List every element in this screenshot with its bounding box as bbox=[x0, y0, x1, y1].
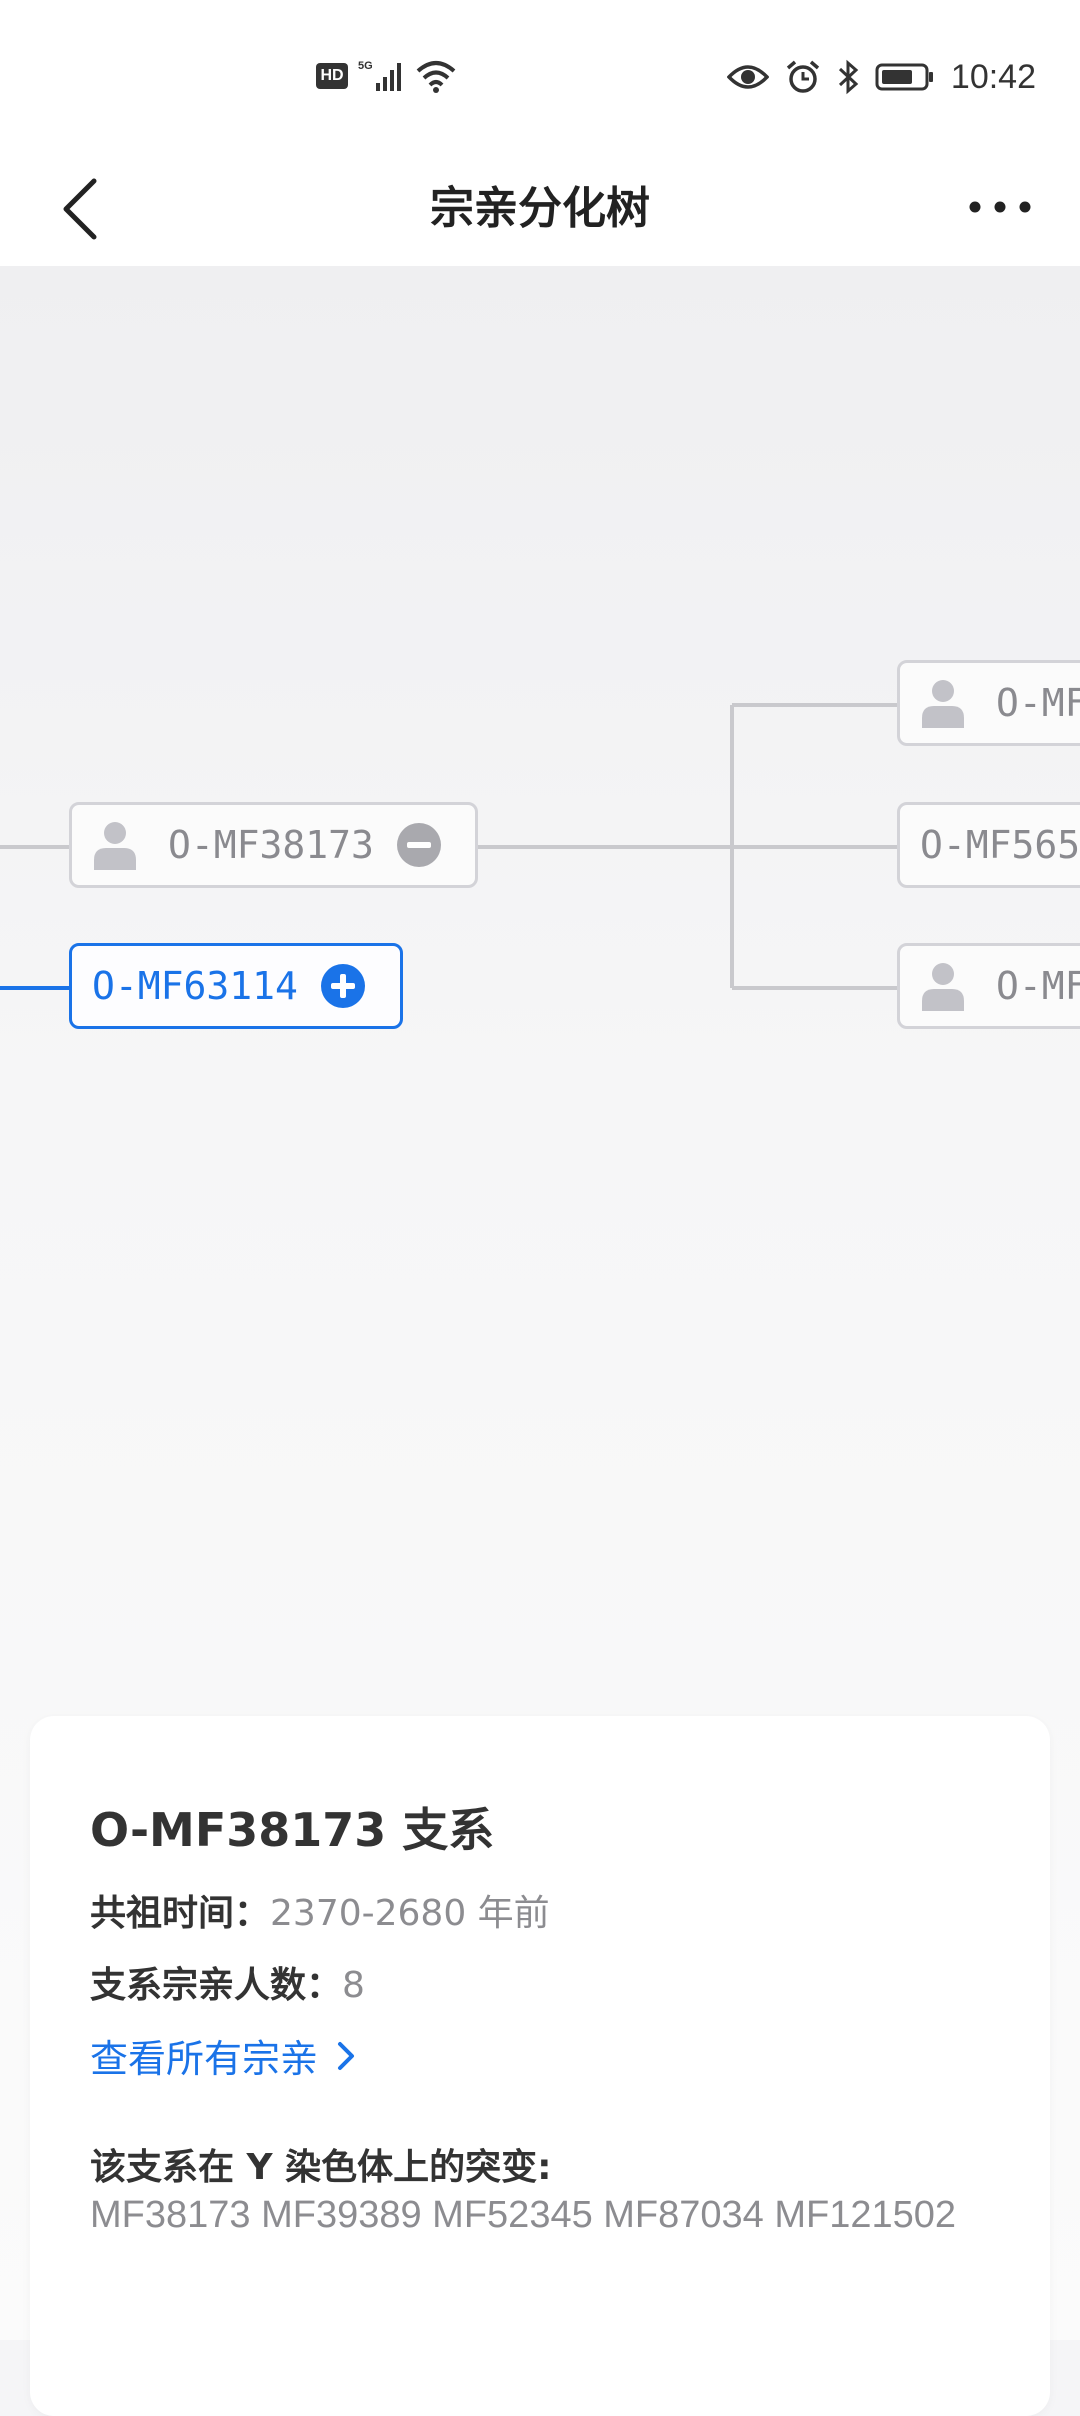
5g-signal-icon: 5G bbox=[358, 60, 401, 91]
tree-node-o-mf63114[interactable]: O-MF63114 bbox=[69, 943, 403, 1029]
tmrca-row: 共祖时间：2370-2680 年前 bbox=[90, 1884, 550, 1936]
chevron-right-icon bbox=[338, 2041, 355, 2070]
status-left-icons: HD 5G bbox=[316, 56, 456, 96]
member-count-row: 支系宗亲人数：8 bbox=[90, 1956, 365, 2008]
node-label: O-MF bbox=[996, 964, 1080, 1008]
node-label: O-MF38173 bbox=[168, 823, 374, 867]
back-button[interactable] bbox=[40, 164, 120, 254]
mutations-title: 该支系在 Y 染色体上的突变: bbox=[90, 2147, 552, 2188]
node-label: O-MF63114 bbox=[92, 964, 298, 1008]
mutations-list: MF38173 MF39389 MF52345 MF87034 MF121502 bbox=[90, 2194, 957, 2236]
person-icon bbox=[922, 680, 964, 728]
person-icon bbox=[922, 963, 964, 1011]
page-title: 宗亲分化树 bbox=[430, 183, 650, 234]
view-all-relatives-link[interactable]: 查看所有宗亲 bbox=[90, 2028, 356, 2083]
branch-title: O-MF38173 支系 bbox=[90, 1803, 495, 1857]
status-time: 10:42 bbox=[950, 57, 1036, 96]
tree-node-o-mf38173[interactable]: O-MF38173 bbox=[69, 802, 478, 888]
wifi-icon bbox=[416, 61, 456, 93]
member-count-value: 8 bbox=[342, 1965, 365, 2006]
collapse-icon[interactable] bbox=[396, 822, 442, 868]
tree-node-child-3[interactable]: O-MF bbox=[897, 943, 1080, 1029]
tmrca-label: 共祖时间： bbox=[90, 1893, 271, 1934]
view-all-relatives-label: 查看所有宗亲 bbox=[90, 2037, 319, 2081]
more-horizontal-icon bbox=[969, 201, 1031, 213]
nav-bar: 宗亲分化树 bbox=[0, 150, 1080, 266]
status-right-icons: 10:42 bbox=[726, 52, 1036, 102]
tmrca-value: 2370-2680 年前 bbox=[270, 1893, 550, 1934]
member-count-label: 支系宗亲人数： bbox=[90, 1965, 343, 2006]
tree-connectors bbox=[0, 703, 898, 990]
node-label: O-MF565 bbox=[920, 823, 1080, 867]
branch-info-card: O-MF38173 支系 共祖时间：2370-2680 年前 支系宗亲人数：8 … bbox=[30, 1716, 1050, 2416]
battery-icon bbox=[875, 63, 933, 91]
hd-icon: HD bbox=[316, 63, 348, 89]
eye-icon bbox=[726, 65, 769, 89]
node-label: O-MF bbox=[996, 681, 1080, 725]
chevron-left-icon bbox=[63, 178, 97, 240]
expand-icon[interactable] bbox=[320, 963, 366, 1009]
person-icon bbox=[94, 822, 136, 870]
bluetooth-icon bbox=[838, 59, 859, 95]
tree-node-child-1[interactable]: O-MF bbox=[897, 660, 1080, 746]
more-button[interactable] bbox=[950, 172, 1050, 242]
svg-text:5G: 5G bbox=[358, 60, 373, 72]
tree-node-child-2[interactable]: O-MF565 bbox=[897, 802, 1080, 888]
alarm-icon bbox=[786, 60, 820, 93]
status-bar: HD 5G bbox=[0, 0, 1080, 150]
